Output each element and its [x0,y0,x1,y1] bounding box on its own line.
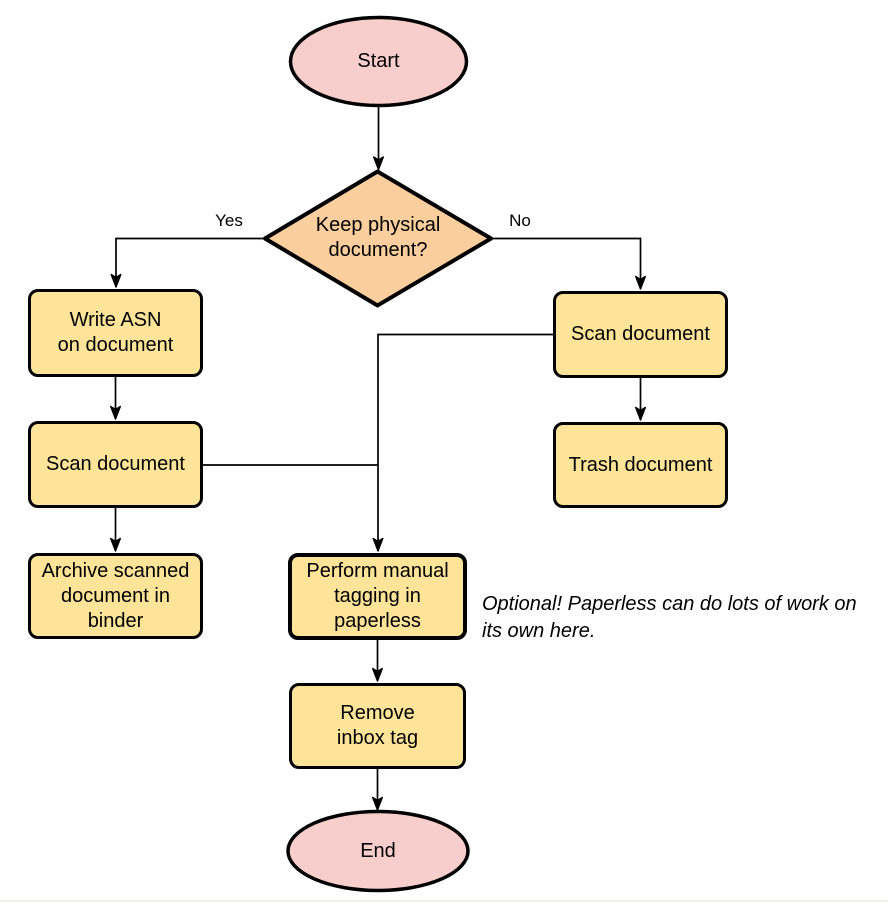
edge-decision-yes-to-write-asn [110,237,265,288]
annotation-optional-note: Optional! Paperless can do lots of work … [482,591,888,645]
node-manual-tagging: Perform manual tagging in paperless [288,553,467,640]
node-label-line: Scan document [571,323,710,345]
node-scan-document-right: Scan document [553,291,728,378]
node-label-line: binder [87,609,144,632]
edge-decision-no-to-scan-right [491,237,646,290]
edge-label-no: No [509,211,531,230]
annotation-line: Optional! Paperless can do lots of work … [482,593,857,615]
node-label-line: Archive scanned [41,559,190,582]
end-ellipse [286,809,470,893]
bottom-edge-divider [0,900,888,902]
node-remove-inbox-tag: Remove inbox tag [289,683,466,769]
node-label-line: Remove [340,702,415,724]
node-label-line: Perform manual [306,560,449,582]
node-label-line: inbox tag [336,727,419,749]
edge-label-yes: Yes [215,211,243,230]
node-label-line: document in [61,584,170,607]
start-ellipse [288,15,469,108]
edge-scan-right-to-tagging [372,333,553,552]
node-label-line: Write ASN [69,309,162,331]
node-archive-binder: Archive scanned document in binder [28,553,203,639]
node-label-line: paperless [334,610,421,632]
annotation-line: its own here. [482,620,596,642]
decision-diamond [263,169,493,308]
node-trash-document: Trash document [553,422,728,508]
node-label-line: tagging in [334,585,421,607]
node-label-line: Scan document [46,453,185,475]
node-scan-document-left: Scan document [28,421,203,508]
node-write-asn: Write ASN on document [28,289,203,377]
node-label-line: on document [57,334,174,356]
node-label-line: Trash document [568,453,713,476]
